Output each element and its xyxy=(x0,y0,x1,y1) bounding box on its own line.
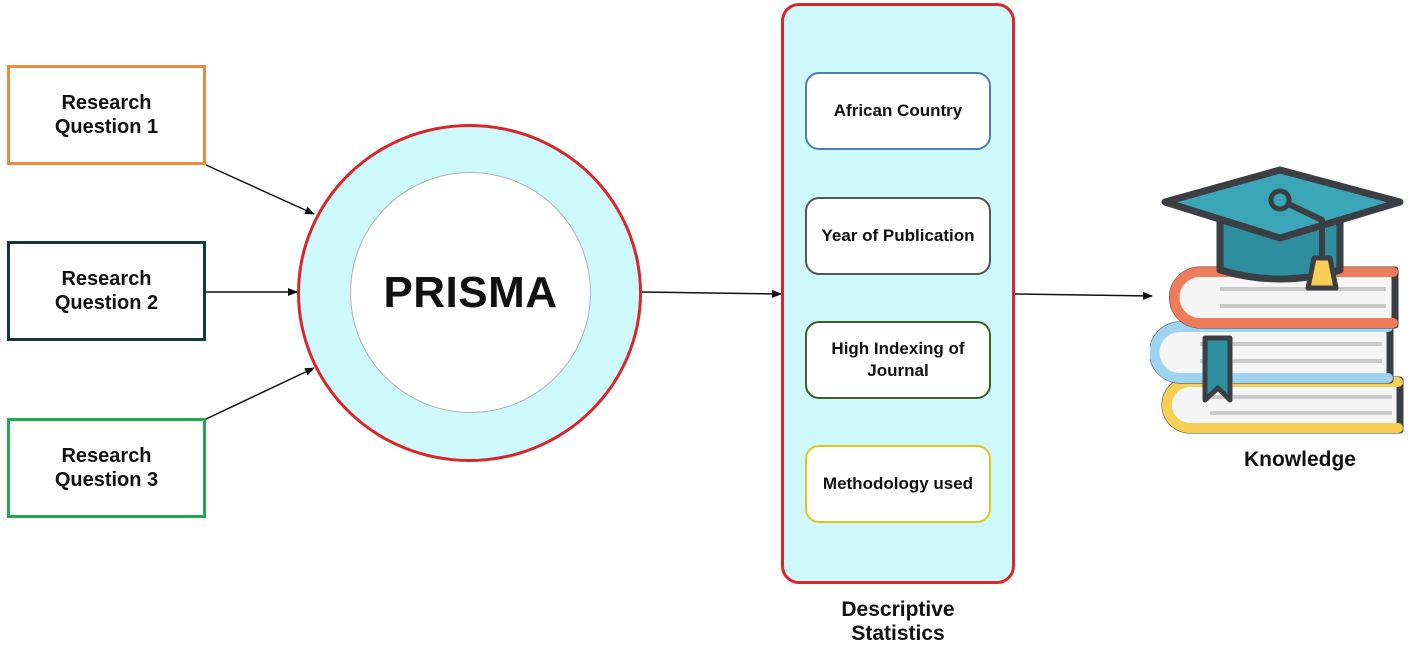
research-question-3-label: Research Question 3 xyxy=(54,445,159,491)
arrow-prisma-to-statistics xyxy=(641,289,782,298)
stat-item-methodology: Methodology used xyxy=(805,445,991,523)
stat-item-year-of-publication: Year of Publication xyxy=(805,197,991,275)
prisma-label: PRISMA xyxy=(383,267,558,317)
arrow-statistics-to-knowledge xyxy=(1014,291,1153,300)
graduation-cap-books-icon xyxy=(1150,166,1404,434)
arrow-rq1-to-prisma xyxy=(205,164,315,215)
stat-item-label: African Country xyxy=(833,101,963,120)
descriptive-statistics-caption: Descriptive Statistics xyxy=(841,598,955,645)
stat-item-label: High Indexing of Journal xyxy=(831,339,965,380)
stat-item-label: Methodology used xyxy=(822,474,974,493)
research-question-2-label: Research Question 2 xyxy=(54,268,159,314)
research-question-1-box: Research Question 1 xyxy=(7,65,206,165)
prisma-inner-circle: PRISMA xyxy=(350,172,591,413)
research-question-3-box: Research Question 3 xyxy=(7,418,206,518)
knowledge-caption: Knowledge xyxy=(1243,448,1356,471)
stat-item-african-country: African Country xyxy=(805,72,991,150)
research-question-2-box: Research Question 2 xyxy=(7,241,206,341)
stat-item-label: Year of Publication xyxy=(821,226,975,245)
arrow-rq3-to-prisma xyxy=(205,367,315,420)
research-question-1-label: Research Question 1 xyxy=(54,92,159,138)
stat-item-high-indexing: High Indexing of Journal xyxy=(805,321,991,399)
